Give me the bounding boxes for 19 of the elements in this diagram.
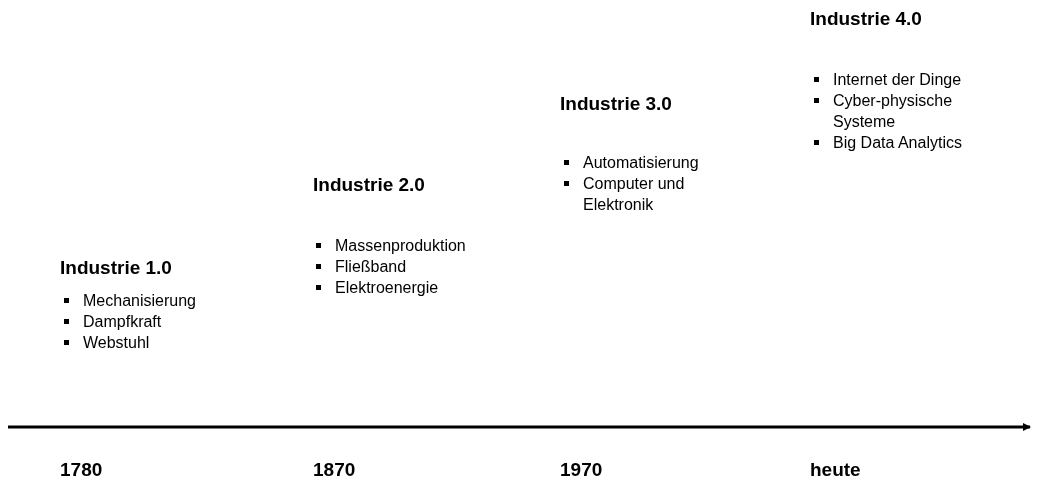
list-item-text: Elektroenergie [335, 278, 440, 298]
list-item-text: Webstuhl [83, 333, 151, 353]
list-item-text: Fließband [335, 257, 408, 277]
list-item-text: Computer und Elektronik [583, 174, 686, 215]
stage-heading: Industrie 3.0 [560, 93, 672, 115]
year-label: heute [810, 459, 861, 481]
year-label: 1780 [60, 459, 103, 481]
list-item-text: Cyber-physische Systeme [833, 91, 954, 132]
list-item-text: Mechanisierung [83, 291, 197, 311]
stage-heading: Industrie 4.0 [810, 8, 922, 30]
year-label: 1970 [560, 459, 603, 481]
stage-heading: Industrie 2.0 [313, 174, 425, 196]
year-label: 1870 [313, 459, 356, 481]
list-item-text: Massenproduktion [335, 236, 467, 256]
list-item-text: Automatisierung [583, 153, 700, 173]
list-item-text: Internet der Dinge [833, 70, 963, 90]
list-item-text: Dampfkraft [83, 312, 163, 332]
stage-heading: Industrie 1.0 [60, 257, 172, 279]
list-item-text: Big Data Analytics [833, 133, 963, 153]
